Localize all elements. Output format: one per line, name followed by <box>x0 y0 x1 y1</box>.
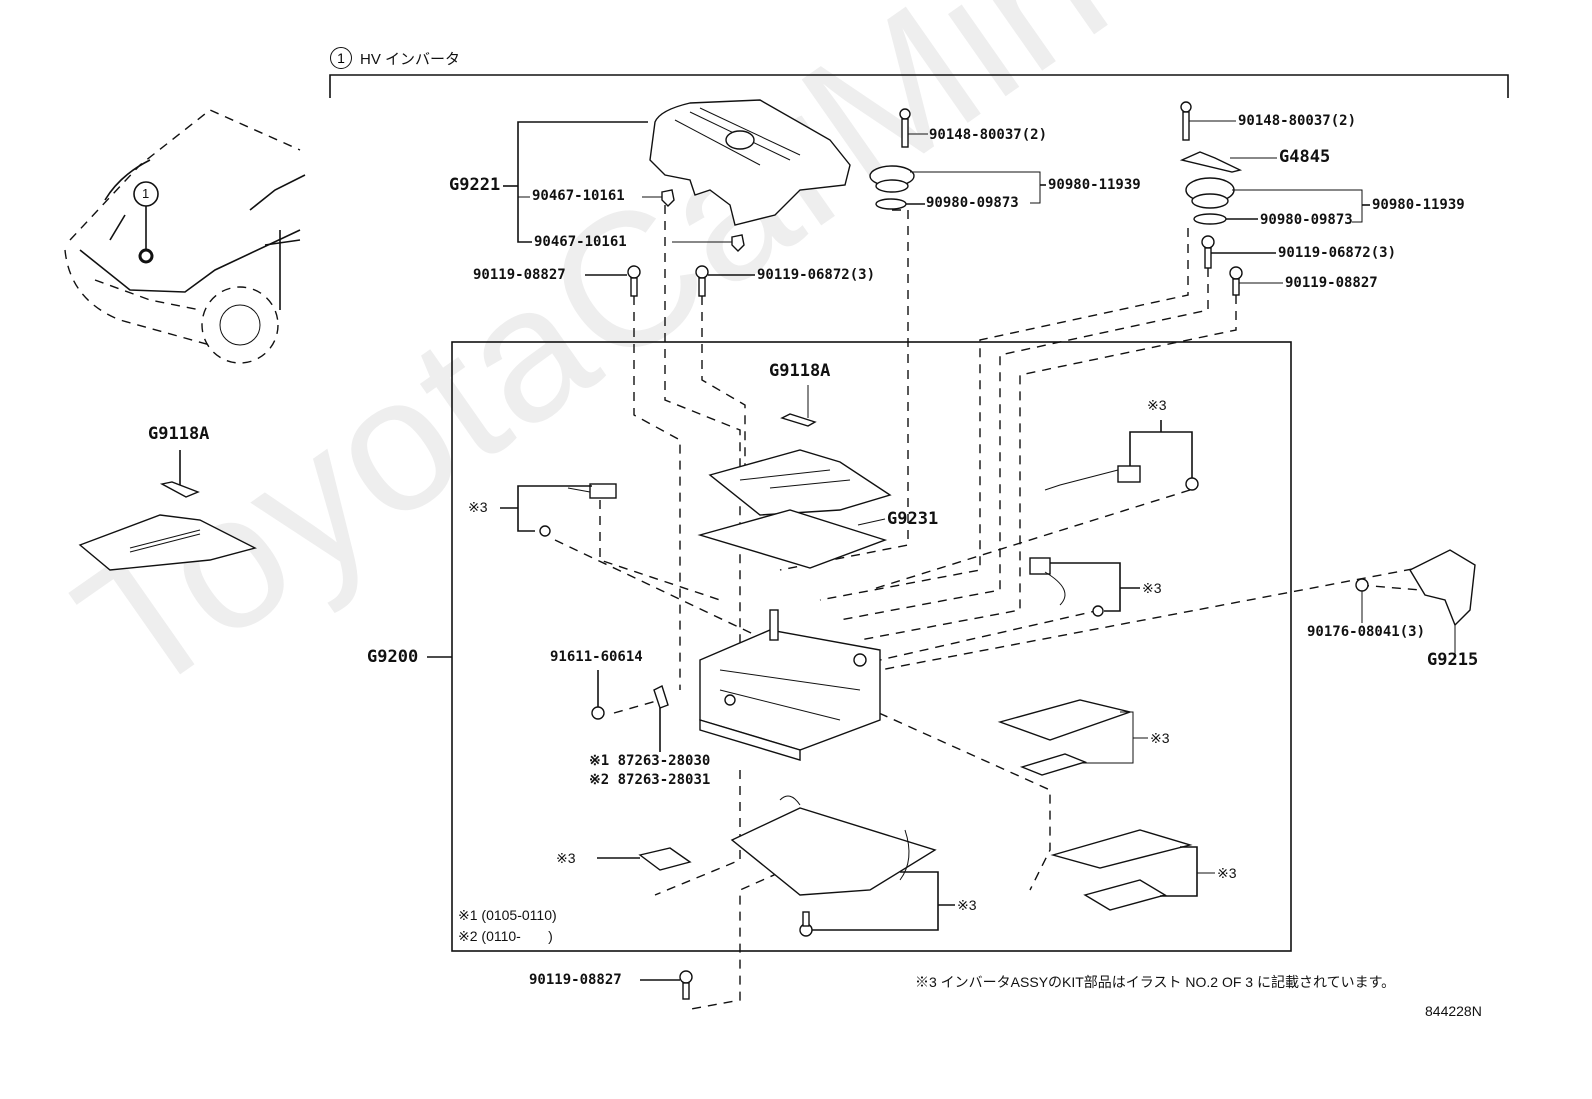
part-label-g9231[interactable]: G9231 <box>887 509 939 529</box>
bracket-g9215-illustration <box>1355 549 1476 655</box>
illustration-id: 844228N <box>1425 1003 1482 1019</box>
part-label-90176-08041[interactable]: 90176-08041(3) <box>1307 624 1426 640</box>
kit-label-right-mid[interactable]: ※3 <box>1142 580 1162 596</box>
engine-cover-illustration <box>503 99 851 243</box>
part-label-90119-06872-right[interactable]: 90119-06872(3) <box>1278 245 1397 261</box>
part-label-g9200[interactable]: G9200 <box>367 647 419 667</box>
cap-gasket-icons <box>869 151 1370 225</box>
bolt-08827-right-icon <box>1229 266 1243 296</box>
inverter-body-illustration <box>699 609 881 761</box>
bolt-06872-right-icon <box>1201 235 1215 269</box>
part-label-90148-80037-right[interactable]: 90148-80037(2) <box>1238 113 1357 129</box>
bolt-80037-right-icon <box>1180 101 1192 141</box>
inverter-assembly-frame <box>427 341 1292 952</box>
vehicle-callout-number: 1 <box>142 186 150 201</box>
part-label-90467-10161-b[interactable]: 90467-10161 <box>534 234 627 250</box>
kit-label-left-lower[interactable]: ※3 <box>556 850 576 866</box>
part-label-g9215[interactable]: G9215 <box>1427 650 1479 670</box>
kit-label-left-upper[interactable]: ※3 <box>468 499 488 515</box>
inset-cover-illustration <box>78 450 257 571</box>
section-title: 1 HV インバータ <box>330 47 460 69</box>
part-label-87263-28031[interactable]: ※2 87263-28031 <box>589 772 711 788</box>
bolt-08827-left-icon <box>627 265 641 297</box>
location-marker-icon <box>138 248 154 264</box>
part-label-90119-08827-bottom[interactable]: 90119-08827 <box>529 972 622 988</box>
kit-label-right-upper[interactable]: ※3 <box>1147 397 1167 413</box>
bolt-icons <box>585 101 1283 1000</box>
bolt-06872-left-icon <box>695 265 709 297</box>
assembly-guide-lines <box>554 205 1461 1011</box>
part-label-g4845[interactable]: G4845 <box>1279 147 1331 167</box>
part-label-90119-06872-left[interactable]: 90119-06872(3) <box>757 267 876 283</box>
vehicle-illustration <box>64 109 306 364</box>
part-label-90467-10161-a[interactable]: 90467-10161 <box>532 188 625 204</box>
kit-label-right-board2[interactable]: ※3 <box>1217 865 1237 881</box>
kit-parts-illustration <box>500 420 1215 937</box>
part-label-g9221[interactable]: G9221 <box>449 175 501 195</box>
part-label-87263-28030[interactable]: ※1 87263-28030 <box>589 753 711 769</box>
section-title-text: HV インバータ <box>360 50 461 68</box>
part-label-91611-60614[interactable]: 91611-60614 <box>550 649 643 665</box>
part-label-g9118a[interactable]: G9118A <box>769 361 831 381</box>
section-bracket <box>329 74 1509 98</box>
part-label-90980-11939-left[interactable]: 90980-11939 <box>1048 177 1141 193</box>
section-number-badge: 1 <box>330 47 352 69</box>
part-label-90980-11939-right[interactable]: 90980-11939 <box>1372 197 1465 213</box>
part-label-90980-09873-left[interactable]: 90980-09873 <box>926 195 1019 211</box>
part-label-90119-08827-left[interactable]: 90119-08827 <box>473 267 566 283</box>
top-cover-illustration <box>697 385 892 569</box>
part-label-90980-09873-right[interactable]: 90980-09873 <box>1260 212 1353 228</box>
part-label-g9118a-inset[interactable]: G9118A <box>148 424 210 444</box>
kit-label-bottom-center[interactable]: ※3 <box>957 897 977 913</box>
clip-icons <box>661 189 745 252</box>
part-label-90119-08827-right[interactable]: 90119-08827 <box>1285 275 1378 291</box>
footnote-1: ※1 (0105-0110) <box>458 907 557 923</box>
bolt-80037-left-icon <box>899 108 911 148</box>
bolt-08827-bottom-icon <box>679 970 693 1000</box>
kit-footnote: ※3 インバータASSYのKIT部品はイラスト NO.2 OF 3 に記載されて… <box>915 974 1396 990</box>
kit-label-right-board1[interactable]: ※3 <box>1150 730 1170 746</box>
part-label-90148-80037-left[interactable]: 90148-80037(2) <box>929 127 1048 143</box>
footnote-2: ※2 (0110- ) <box>458 928 553 944</box>
